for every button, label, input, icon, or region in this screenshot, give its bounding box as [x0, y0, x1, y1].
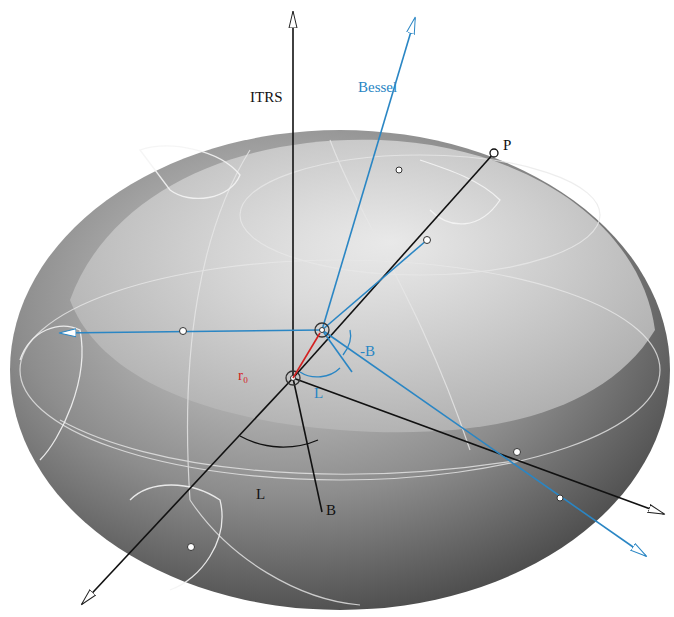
angle-label: L — [256, 487, 265, 502]
angle-label: -B — [360, 344, 375, 359]
vector-label: r₀ — [238, 368, 248, 383]
axis-label: Bessel — [358, 80, 397, 95]
axis-label: ITRS — [250, 90, 283, 105]
angle-label: L — [314, 386, 323, 401]
point-label: P — [503, 138, 511, 153]
angle-label: B — [326, 503, 336, 518]
